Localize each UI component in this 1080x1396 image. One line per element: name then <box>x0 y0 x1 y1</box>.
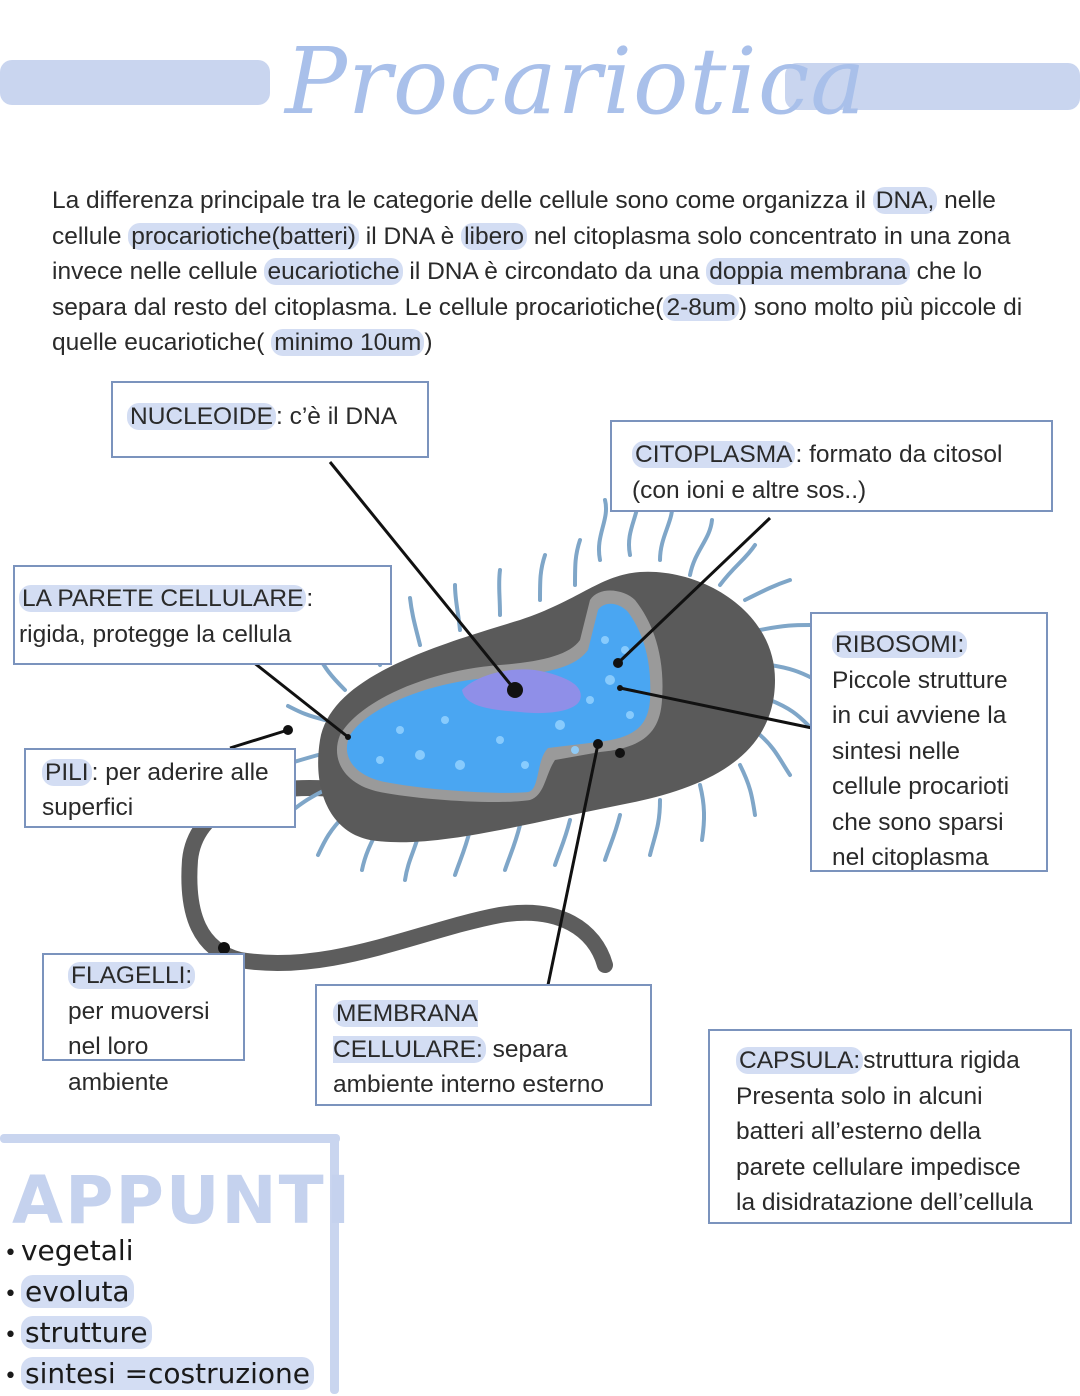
appunti-item-text: sintesi =costruzione <box>20 1357 314 1390</box>
appunti-title: APPUNTI <box>12 1162 353 1239</box>
page-title: Procariotica <box>285 28 867 135</box>
bullet-icon: • <box>4 1323 17 1348</box>
intro-text: che lo separa dal resto del citoplasma. … <box>52 258 982 321</box>
intro-text: nelle cellule <box>52 187 996 250</box>
intro-text: ) sono molto più piccole di quelle eucar… <box>52 293 1023 357</box>
label-parete-desc: : rigida, protegge la cellula <box>19 585 314 648</box>
label-membrana-desc: separa ambiente interno esterno <box>333 1035 605 1099</box>
label-pili: PILI: per aderire alle superfici <box>24 748 296 828</box>
label-capsula-desc: struttura rigida Presenta solo in alcuni… <box>736 1047 1033 1216</box>
label-citoplasma-desc: : formato da citosol (con ioni e altre s… <box>632 441 1003 504</box>
label-membrana-term: MEMBRANA CELLULARE: <box>333 1000 486 1063</box>
appunti-frame-side <box>330 1134 339 1394</box>
leader-dots <box>218 658 625 954</box>
intro-text: nel citoplasma solo concentrato in una z… <box>52 222 1011 286</box>
label-ribosomi: RIBOSOMI: Piccole strutture in cui avvie… <box>810 612 1048 872</box>
label-flagelli-desc: per muoversi nel loro ambiente <box>68 997 210 1096</box>
label-flagelli: FLAGELLI: per muoversi nel loro ambiente <box>42 953 245 1096</box>
label-membrana: MEMBRANA CELLULARE: separa ambiente inte… <box>315 984 652 1106</box>
intro-text: il DNA è <box>358 222 462 250</box>
label-citoplasma: CITOPLASMA: formato da citosol (con ioni… <box>610 420 1053 512</box>
label-ribosomi-term: RIBOSOMI: <box>832 631 968 658</box>
label-flagelli-term: FLAGELLI: <box>68 962 196 989</box>
bullet-icon: • <box>4 1241 17 1266</box>
label-capsula: CAPSULA:struttura rigida Presenta solo i… <box>708 1029 1072 1224</box>
intro-highlight: DNA, <box>872 187 938 214</box>
bullet-icon: • <box>4 1364 17 1389</box>
intro-paragraph: La differenza principale tra le categori… <box>52 183 1037 361</box>
label-pili-term: PILI <box>42 759 92 786</box>
bullet-icon: • <box>4 1282 17 1307</box>
intro-text: il DNA è circondato da una <box>402 258 707 285</box>
intro-highlight: minimo 10um <box>271 329 425 356</box>
label-nucleoide-term: NUCLEOIDE <box>127 403 276 430</box>
appunti-item-text: evoluta <box>20 1275 134 1308</box>
label-nucleoide: NUCLEOIDE: c’è il DNA <box>111 381 429 458</box>
leader-lines <box>213 461 813 986</box>
appunti-frame-top <box>0 1134 340 1143</box>
intro-highlight: eucariotiche <box>264 258 403 285</box>
label-parete: LA PARETE CELLULARE: rigida, protegge la… <box>13 565 392 665</box>
intro-highlight: procariotiche(batteri) <box>128 222 359 250</box>
intro-highlight: 2-8um <box>663 293 739 321</box>
label-nucleoide-desc: : c’è il DNA <box>275 403 398 430</box>
label-capsula-term: CAPSULA: <box>736 1047 864 1074</box>
header-band-left <box>0 60 270 105</box>
appunti-list: •vegetali•evoluta•strutture•sintesi =cos… <box>4 1232 314 1396</box>
label-ribosomi-desc: Piccole strutture in cui avviene la sint… <box>832 666 1010 872</box>
label-parete-term: LA PARETE CELLULARE <box>19 585 307 612</box>
appunti-item: •sintesi =costruzione <box>4 1355 314 1396</box>
appunti-item-text: vegetali <box>20 1234 134 1267</box>
appunti-item: •evoluta <box>4 1273 314 1314</box>
appunti-item-text: strutture <box>20 1316 152 1349</box>
intro-highlight: doppia membrana <box>706 258 910 285</box>
label-citoplasma-term: CITOPLASMA <box>632 441 796 468</box>
intro-text: ) <box>424 329 433 356</box>
header-band-right <box>785 63 1080 110</box>
label-pili-desc: : per aderire alle superfici <box>42 759 269 821</box>
appunti-item: •strutture <box>4 1314 314 1355</box>
intro-highlight: libero <box>461 222 528 250</box>
appunti-item: •vegetali <box>4 1232 314 1273</box>
intro-text: La differenza principale tra le categori… <box>52 187 873 214</box>
